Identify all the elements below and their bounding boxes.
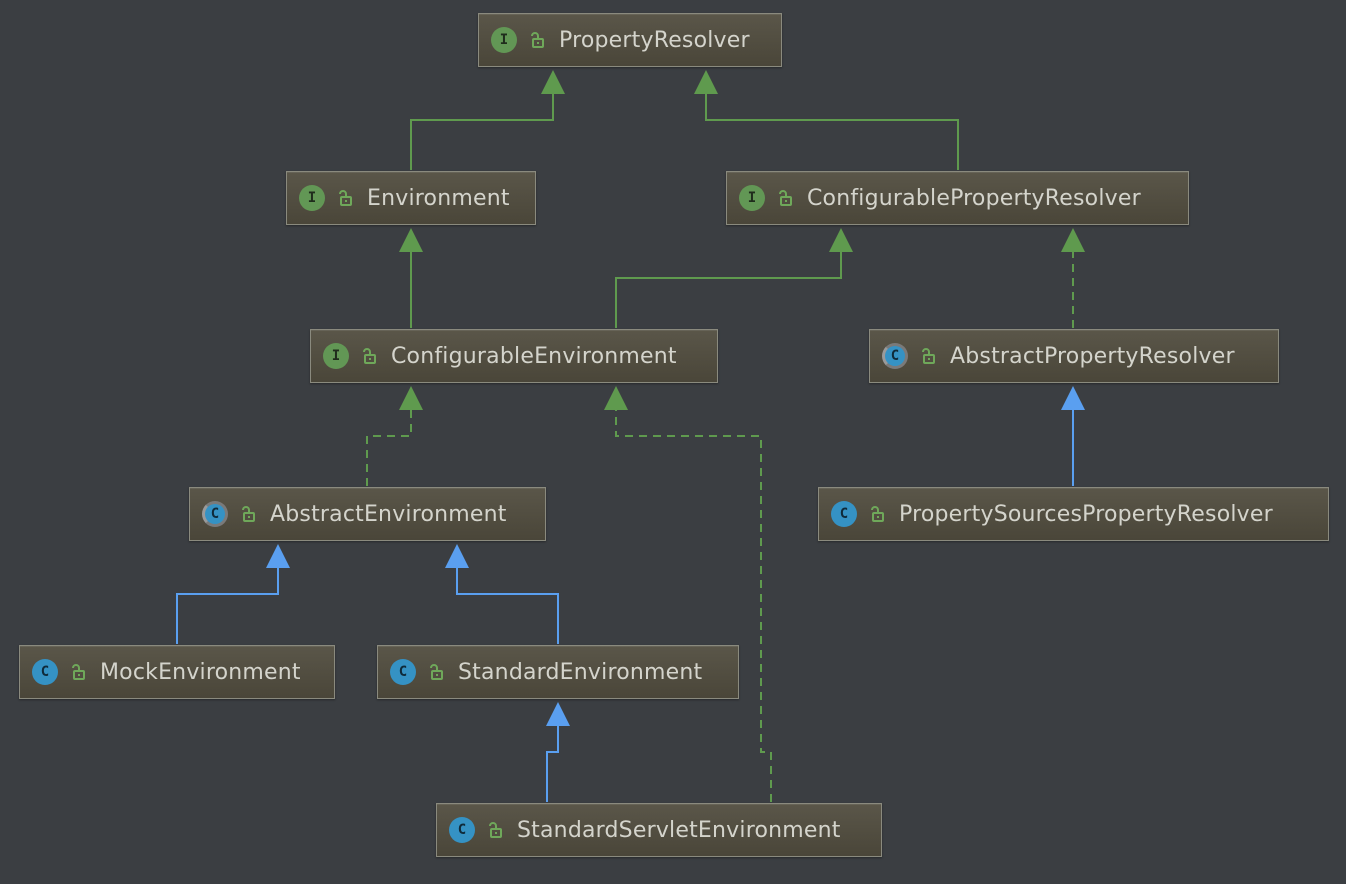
- interface-icon: I: [491, 27, 517, 53]
- node-label: AbstractPropertyResolver: [950, 343, 1235, 369]
- public-lock-icon: [363, 348, 376, 364]
- node-label: MockEnvironment: [100, 659, 301, 685]
- abstract-class-icon: C: [882, 343, 908, 369]
- node-configurable-property-resolver[interactable]: I ConfigurablePropertyResolver: [726, 171, 1189, 225]
- arrowhead-environment: [399, 228, 423, 252]
- edge-abstract-environment-to-configurable-environment: [366, 408, 412, 486]
- arrowhead-configurable-property-resolver-left: [829, 228, 853, 252]
- interface-icon: I: [739, 185, 765, 211]
- arrowhead-abstract-property-resolver: [1061, 386, 1085, 410]
- edge-configurable-property-resolver-to-property-resolver: [705, 92, 959, 170]
- interface-icon: I: [299, 185, 325, 211]
- node-property-sources-property-resolver[interactable]: C PropertySourcesPropertyResolver: [818, 487, 1329, 541]
- public-lock-icon: [871, 506, 884, 522]
- arrowhead-configurable-environment-right: [604, 386, 628, 410]
- public-lock-icon: [489, 822, 502, 838]
- node-abstract-property-resolver[interactable]: C AbstractPropertyResolver: [869, 329, 1279, 383]
- node-standard-environment[interactable]: C StandardEnvironment: [377, 645, 739, 699]
- node-label: StandardEnvironment: [458, 659, 703, 685]
- public-lock-icon: [72, 664, 85, 680]
- arrowhead-configurable-property-resolver-right: [1061, 228, 1085, 252]
- node-label: ConfigurableEnvironment: [391, 343, 677, 369]
- arrowhead-abstract-environment-right: [445, 544, 469, 568]
- edge-standard-servlet-environment-to-standard-environment: [546, 724, 559, 802]
- edge-environment-to-property-resolver: [410, 92, 554, 170]
- node-abstract-environment[interactable]: C AbstractEnvironment: [189, 487, 546, 541]
- arrowhead-abstract-environment-left: [266, 544, 290, 568]
- class-icon: C: [390, 659, 416, 685]
- edge-standard-environment-to-abstract-environment: [456, 566, 559, 644]
- interface-icon: I: [323, 343, 349, 369]
- public-lock-icon: [339, 190, 352, 206]
- arrowhead-property-resolver-left: [541, 70, 565, 94]
- edge-standard-servlet-environment-to-configurable-environment: [615, 408, 772, 802]
- node-environment[interactable]: I Environment: [286, 171, 536, 225]
- node-label: ConfigurablePropertyResolver: [807, 185, 1141, 211]
- node-standard-servlet-environment[interactable]: C StandardServletEnvironment: [436, 803, 882, 857]
- class-icon: C: [32, 659, 58, 685]
- public-lock-icon: [531, 32, 544, 48]
- class-icon: C: [449, 817, 475, 843]
- node-label: Environment: [367, 185, 510, 211]
- abstract-class-icon: C: [202, 501, 228, 527]
- arrowhead-standard-environment: [546, 702, 570, 726]
- public-lock-icon: [242, 506, 255, 522]
- node-label: StandardServletEnvironment: [517, 817, 841, 843]
- class-icon: C: [831, 501, 857, 527]
- arrowhead-property-resolver-right: [694, 70, 718, 94]
- public-lock-icon: [779, 190, 792, 206]
- arrowhead-configurable-environment-left: [399, 386, 423, 410]
- node-mock-environment[interactable]: C MockEnvironment: [19, 645, 335, 699]
- node-configurable-environment[interactable]: I ConfigurableEnvironment: [310, 329, 718, 383]
- public-lock-icon: [922, 348, 935, 364]
- node-label: PropertySourcesPropertyResolver: [899, 501, 1273, 527]
- node-label: PropertyResolver: [559, 27, 750, 53]
- edge-configurable-environment-to-configurable-property-resolver: [615, 250, 842, 328]
- node-label: AbstractEnvironment: [270, 501, 507, 527]
- edge-mock-environment-to-abstract-environment: [176, 566, 279, 644]
- public-lock-icon: [430, 664, 443, 680]
- node-property-resolver[interactable]: I PropertyResolver: [478, 13, 782, 67]
